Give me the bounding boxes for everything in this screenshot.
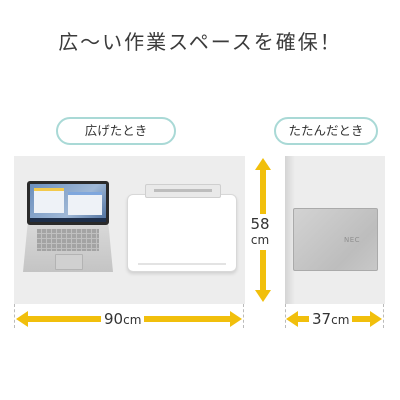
guide-line [14, 304, 15, 328]
depth-value: 58 [250, 215, 270, 233]
open-width-label: 90cm [101, 310, 145, 329]
laptop-screen-frame [27, 181, 109, 225]
arrow-head-left [286, 311, 298, 327]
closed-width-value: 37 [312, 310, 332, 328]
guide-line [243, 304, 244, 328]
screen-window [34, 188, 64, 213]
laptop-logo: NEC [344, 236, 361, 244]
guide-line [383, 304, 384, 328]
device-top-handle [145, 184, 221, 198]
guide-line [285, 304, 286, 328]
white-device-image [125, 184, 239, 280]
closed-state-label: たたんだとき [274, 117, 378, 145]
depth-label: 58 cm [248, 214, 272, 250]
arrow-head-left [16, 311, 28, 327]
device-body [127, 194, 237, 272]
closed-width-label: 37cm [309, 310, 353, 329]
arrow-head-down [255, 290, 271, 302]
closed-laptop-image: NEC [293, 208, 378, 271]
depth-unit: cm [250, 233, 270, 247]
open-width-unit: cm [123, 313, 142, 327]
open-width-value: 90 [104, 310, 124, 328]
arrow-head-right [230, 311, 242, 327]
device-seam [138, 263, 226, 265]
open-laptop-image [23, 181, 113, 272]
laptop-touchpad [55, 254, 83, 270]
screen-window [68, 192, 102, 215]
wall-shadow [285, 156, 295, 304]
screen-taskbar [30, 218, 106, 222]
arrow-head-up [255, 158, 271, 170]
laptop-screen [30, 184, 106, 222]
laptop-keyboard [37, 229, 99, 251]
open-state-label: 広げたとき [56, 117, 176, 145]
arrow-head-right [370, 311, 382, 327]
closed-width-unit: cm [331, 313, 350, 327]
headline: 広〜い作業スペースを確保！ [58, 30, 342, 54]
